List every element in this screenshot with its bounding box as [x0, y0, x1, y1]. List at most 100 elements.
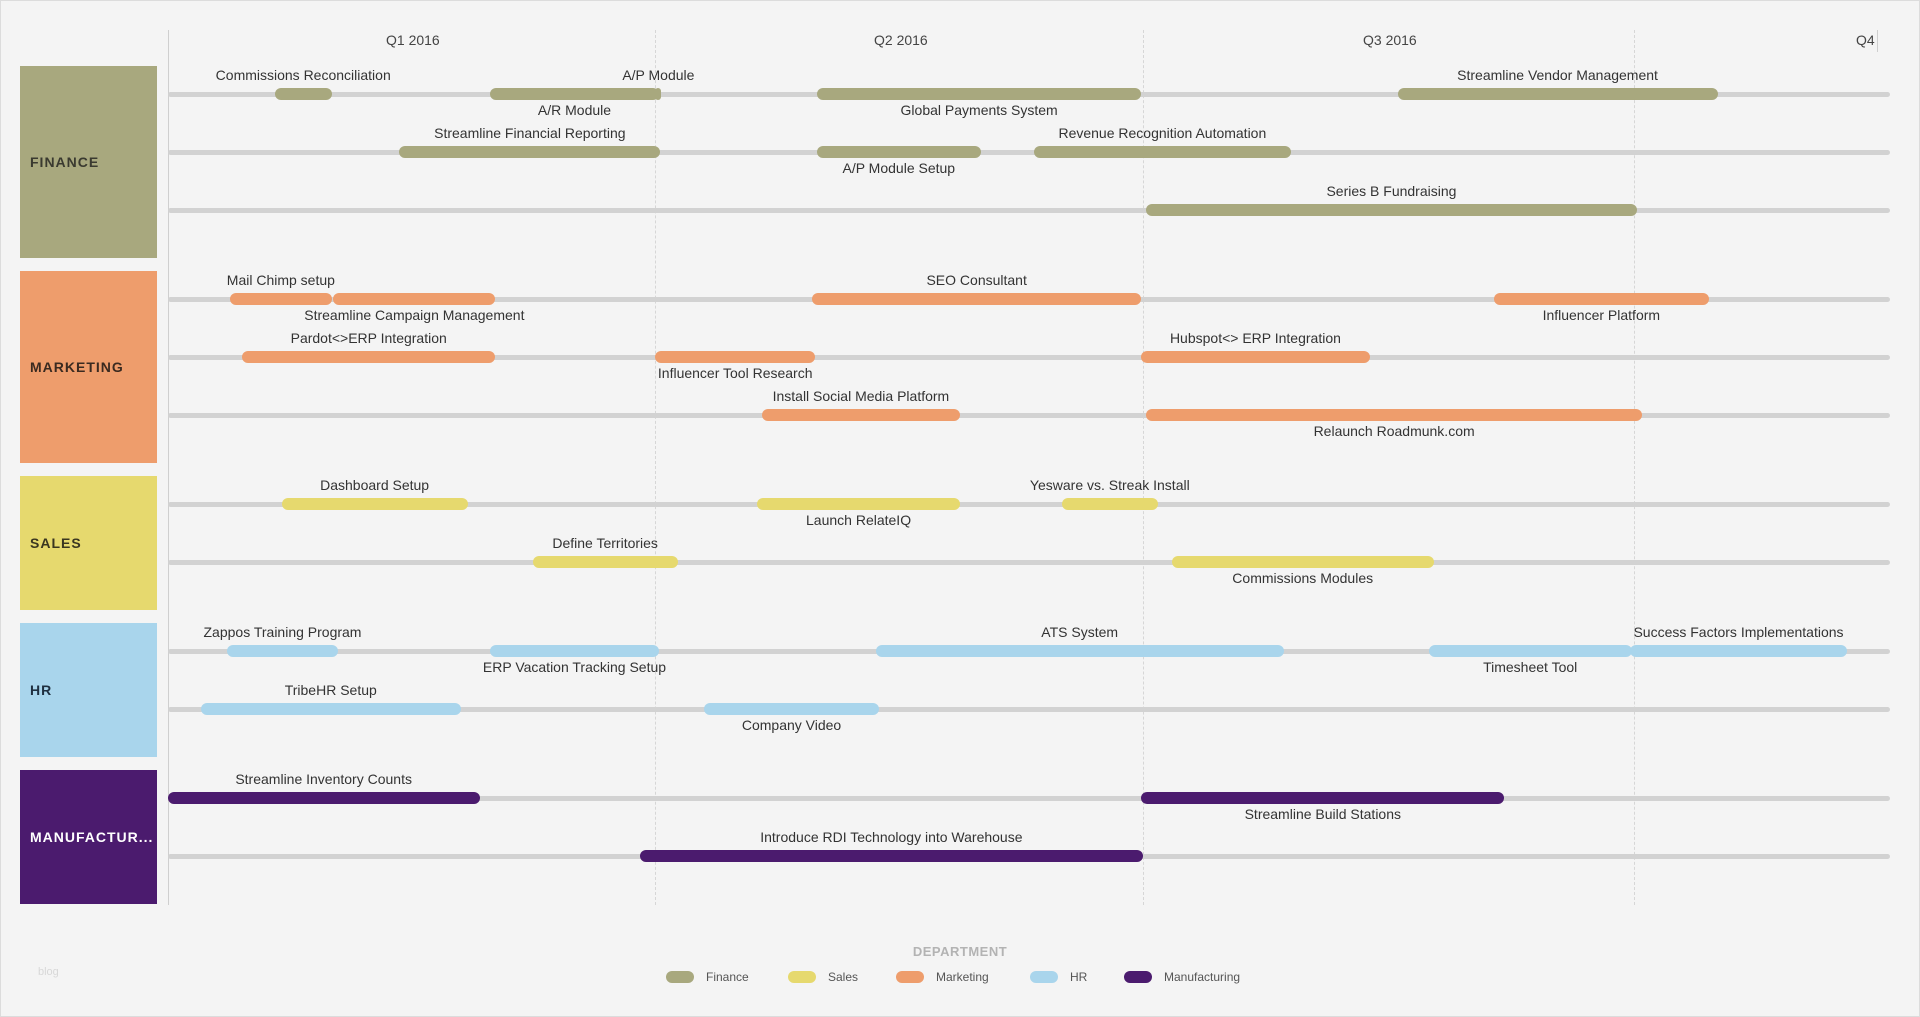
roadmap-bar[interactable]: [817, 88, 1141, 100]
roadmap-bar-label: Revenue Recognition Automation: [1058, 125, 1267, 141]
roadmap-bar[interactable]: [762, 409, 961, 421]
legend-label-finance: Finance: [706, 970, 749, 984]
roadmap-bar[interactable]: [1146, 204, 1637, 216]
roadmap-bar-label: Commissions Modules: [1232, 570, 1374, 586]
lane-track: [168, 560, 1890, 565]
roadmap-bar-label: SEO Consultant: [926, 272, 1027, 288]
quarter-label-q3: Q3 2016: [1363, 32, 1417, 48]
lane-track: [168, 208, 1890, 213]
roadmap-bar[interactable]: [274, 88, 332, 100]
roadmap-bar-label: Streamline Build Stations: [1244, 806, 1402, 822]
roadmap-bar-label: Hubspot<> ERP Integration: [1169, 330, 1341, 346]
roadmap-bar[interactable]: [1034, 146, 1291, 158]
quarter-label-q1: Q1 2016: [386, 32, 440, 48]
department-block-hr[interactable]: HR: [20, 623, 157, 757]
lane-track: [168, 150, 1890, 155]
roadmap-bar-label: Influencer Platform: [1542, 307, 1661, 323]
roadmap-bar-label: Relaunch Roadmunk.com: [1313, 423, 1475, 439]
quarter-divider-q4: [1634, 30, 1635, 905]
roadmap-bar-label: TribeHR Setup: [284, 682, 377, 698]
legend-swatch-marketing: [896, 971, 924, 983]
roadmap-bar[interactable]: [226, 645, 339, 657]
department-label: FINANCE: [30, 154, 100, 170]
roadmap-bar[interactable]: [333, 293, 496, 305]
roadmap-bar[interactable]: [1140, 792, 1505, 804]
roadmap-bar-label: Define Territories: [552, 535, 658, 551]
roadmap-bar[interactable]: [1493, 293, 1710, 305]
department-block-marketing[interactable]: MARKETING: [20, 271, 157, 463]
quarter-label-q4: Q4: [1856, 32, 1875, 48]
roadmap-bar-label: Streamline Campaign Management: [304, 307, 525, 323]
roadmap-bar[interactable]: [490, 645, 659, 657]
watermark: blog: [38, 966, 59, 978]
roadmap-bar-label: Timesheet Tool: [1483, 659, 1578, 675]
roadmap-bar-label: Dashboard Setup: [320, 477, 430, 493]
roadmap-bar[interactable]: [490, 88, 659, 100]
legend-label-hr: HR: [1070, 970, 1088, 984]
roadmap-bar[interactable]: [703, 703, 880, 715]
roadmap-bar[interactable]: [1061, 498, 1159, 510]
roadmap-bar[interactable]: [639, 850, 1143, 862]
roadmap-bar[interactable]: [1629, 645, 1847, 657]
lane-track: [168, 502, 1890, 507]
roadmap-bar-label: Global Payments System: [900, 102, 1058, 118]
roadmap-bar-label: Install Social Media Platform: [772, 388, 950, 404]
roadmap-bar-label: Success Factors Implementations: [1633, 624, 1844, 640]
quarter-divider-q3: [1143, 30, 1144, 905]
roadmap-bar-label: Influencer Tool Research: [657, 365, 813, 381]
roadmap-bar-label: Streamline Financial Reporting: [434, 125, 626, 141]
roadmap-bar[interactable]: [756, 498, 961, 510]
roadmap-bar-label: Zappos Training Program: [203, 624, 362, 640]
roadmap-bar[interactable]: [200, 703, 461, 715]
roadmap-bar[interactable]: [1146, 409, 1643, 421]
department-label: MANUFACTUR...: [30, 829, 154, 845]
legend-label-manufacturing: Manufacturing: [1164, 970, 1241, 984]
legend-swatch-manufacturing: [1124, 971, 1152, 983]
lane-track: [168, 413, 1890, 418]
legend-item-finance[interactable]: Finance: [666, 970, 749, 984]
department-label: SALES: [30, 535, 82, 551]
legend-item-hr[interactable]: HR: [1030, 970, 1087, 984]
quarter-divider-end: [1877, 30, 1878, 52]
roadmap-bar-label: A/P Module Setup: [842, 160, 956, 176]
department-block-manufacturing[interactable]: MANUFACTUR...: [20, 770, 157, 904]
roadmap-bar-label: ATS System: [1041, 624, 1119, 640]
roadmap-bar-label: Pardot<>ERP Integration: [290, 330, 447, 346]
roadmap-bar[interactable]: [817, 146, 981, 158]
roadmap-bar[interactable]: [812, 293, 1141, 305]
roadmap-bar[interactable]: [229, 293, 332, 305]
lane-track: [168, 355, 1890, 360]
roadmap-bar-label: Company Video: [741, 717, 842, 733]
department-block-sales[interactable]: SALES: [20, 476, 157, 610]
quarter-divider-start: [168, 30, 169, 905]
roadmap-bar-label: Streamline Inventory Counts: [235, 771, 412, 787]
roadmap-bar[interactable]: [1397, 88, 1718, 100]
roadmap-bar[interactable]: [1171, 556, 1434, 568]
legend-swatch-hr: [1030, 971, 1058, 983]
roadmap-bar[interactable]: [1428, 645, 1632, 657]
legend-item-sales[interactable]: Sales: [788, 970, 858, 984]
roadmap-bar[interactable]: [398, 146, 661, 158]
legend-label-sales: Sales: [828, 970, 859, 984]
roadmap-bar[interactable]: [655, 88, 662, 100]
legend-item-marketing[interactable]: Marketing: [896, 970, 989, 984]
legend-swatch-sales: [788, 971, 816, 983]
quarter-divider-q2: [655, 30, 656, 905]
roadmap-bar-label: Yesware vs. Streak Install: [1029, 477, 1190, 493]
roadmap-bar[interactable]: [1140, 351, 1370, 363]
roadmap-bar[interactable]: [168, 792, 480, 804]
department-block-finance[interactable]: FINANCE: [20, 66, 157, 258]
roadmap-bar[interactable]: [281, 498, 468, 510]
department-label: HR: [30, 682, 53, 698]
legend-swatch-finance: [666, 971, 694, 983]
legend-title: DEPARTMENT: [912, 944, 1008, 959]
roadmap-bar[interactable]: [875, 645, 1284, 657]
legend-label-marketing: Marketing: [936, 970, 989, 984]
roadmap-bar-label: Introduce RDI Technology into Warehouse: [760, 829, 1023, 845]
roadmap-bar-label: Commissions Reconciliation: [215, 67, 391, 83]
roadmap-bar[interactable]: [242, 351, 496, 363]
roadmap-bar[interactable]: [533, 556, 678, 568]
roadmap-bar[interactable]: [655, 351, 816, 363]
roadmap-bar-label: ERP Vacation Tracking Setup: [482, 659, 667, 675]
legend-item-manufacturing[interactable]: Manufacturing: [1124, 970, 1240, 984]
